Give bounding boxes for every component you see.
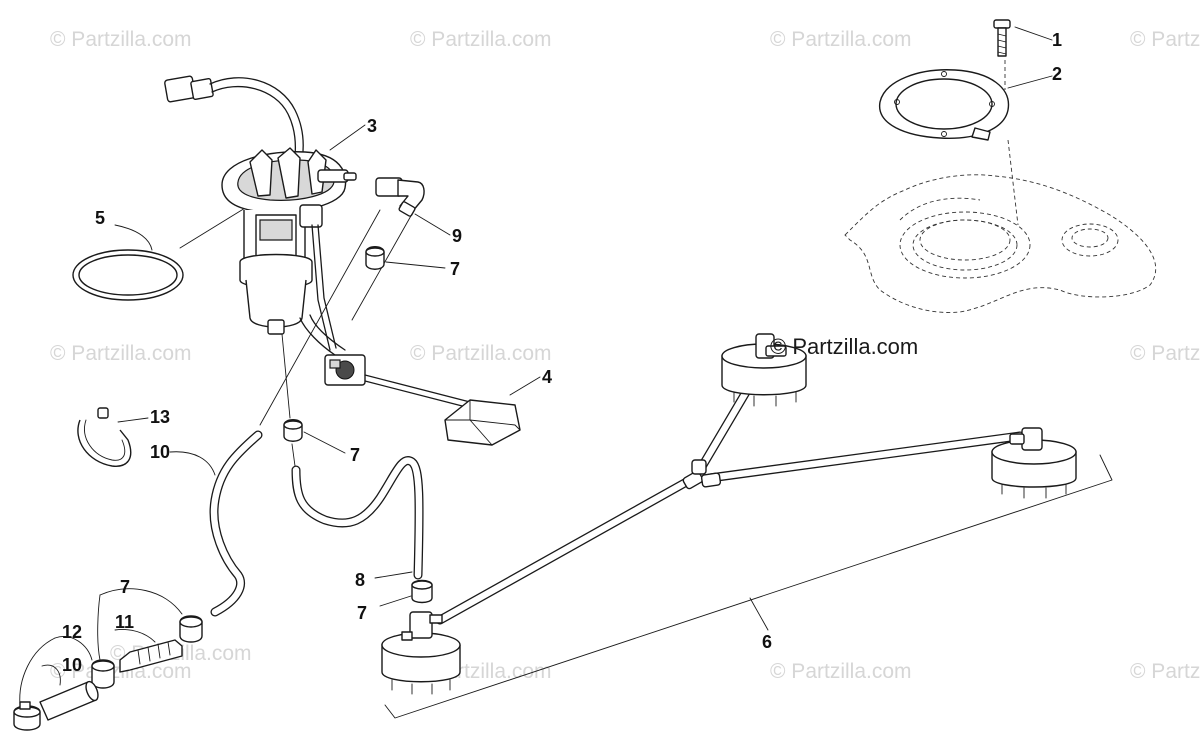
callout-5: 5 — [95, 208, 105, 228]
watermark: © Partzilla.com — [1130, 28, 1200, 51]
callout-7: 7 — [357, 603, 367, 623]
callout-10: 10 — [150, 442, 170, 462]
watermark: © Partzilla.com — [770, 28, 912, 51]
callout-2: 2 — [1052, 64, 1062, 84]
clamp-part-7-lower: 7 — [357, 579, 433, 623]
callout-13: 13 — [150, 407, 170, 427]
connector-fitting-part-11: 11 — [114, 612, 183, 673]
callout-12: 12 — [62, 622, 82, 642]
watermark-layer: © Partzilla.com © Partzilla.com © Partzi… — [50, 28, 1200, 683]
callout-7: 7 — [350, 445, 360, 465]
elbow-connector-part-9: 9 — [351, 177, 462, 321]
screw-part-1: 1 — [993, 19, 1062, 57]
callout-7: 7 — [120, 577, 130, 597]
watermark: © Partzilla.com — [50, 28, 192, 51]
spring-clip-part-13: 13 — [77, 407, 170, 467]
callout-10: 10 — [62, 655, 82, 675]
hose-clamp-part-12: 12 — [13, 622, 93, 731]
callout-6: 6 — [762, 632, 772, 652]
clamp-part-7-upper: 7 — [365, 246, 460, 279]
s-hose-part-8: 8 — [291, 456, 424, 590]
watermark: © Partzilla.com — [770, 660, 912, 683]
fuel-level-sender-part-4: 4 — [299, 314, 552, 446]
short-hose-part-10: 10 — [39, 655, 99, 721]
fuel-hose-part-10: 10 — [150, 209, 381, 617]
watermark: © Partzilla.com — [1130, 660, 1200, 683]
fuel-tank-outline — [844, 174, 1157, 313]
clamp-part-7-middle: 7 — [283, 419, 360, 465]
watermark: © Partzilla.com — [410, 28, 552, 51]
watermark: © Partzilla.com — [410, 342, 552, 365]
callout-8: 8 — [355, 570, 365, 590]
callout-1: 1 — [1052, 30, 1062, 50]
watermark: © Partzilla.com — [50, 342, 192, 365]
callout-3: 3 — [367, 116, 377, 136]
gasket-plate-part-2: 2 — [879, 60, 1062, 226]
fuel-pump-module-part-3: 3 — [164, 75, 377, 351]
callout-11: 11 — [115, 612, 134, 632]
callout-7: 7 — [450, 259, 460, 279]
watermark-prominent: © Partzilla.com — [770, 334, 918, 359]
callout-9: 9 — [452, 226, 462, 246]
fuel-line-assembly-part-6: 6 — [381, 333, 1113, 719]
callout-4: 4 — [542, 367, 552, 387]
o-ring-part-5: 5 — [72, 204, 251, 301]
watermark: © Partzilla.com — [1130, 342, 1200, 365]
